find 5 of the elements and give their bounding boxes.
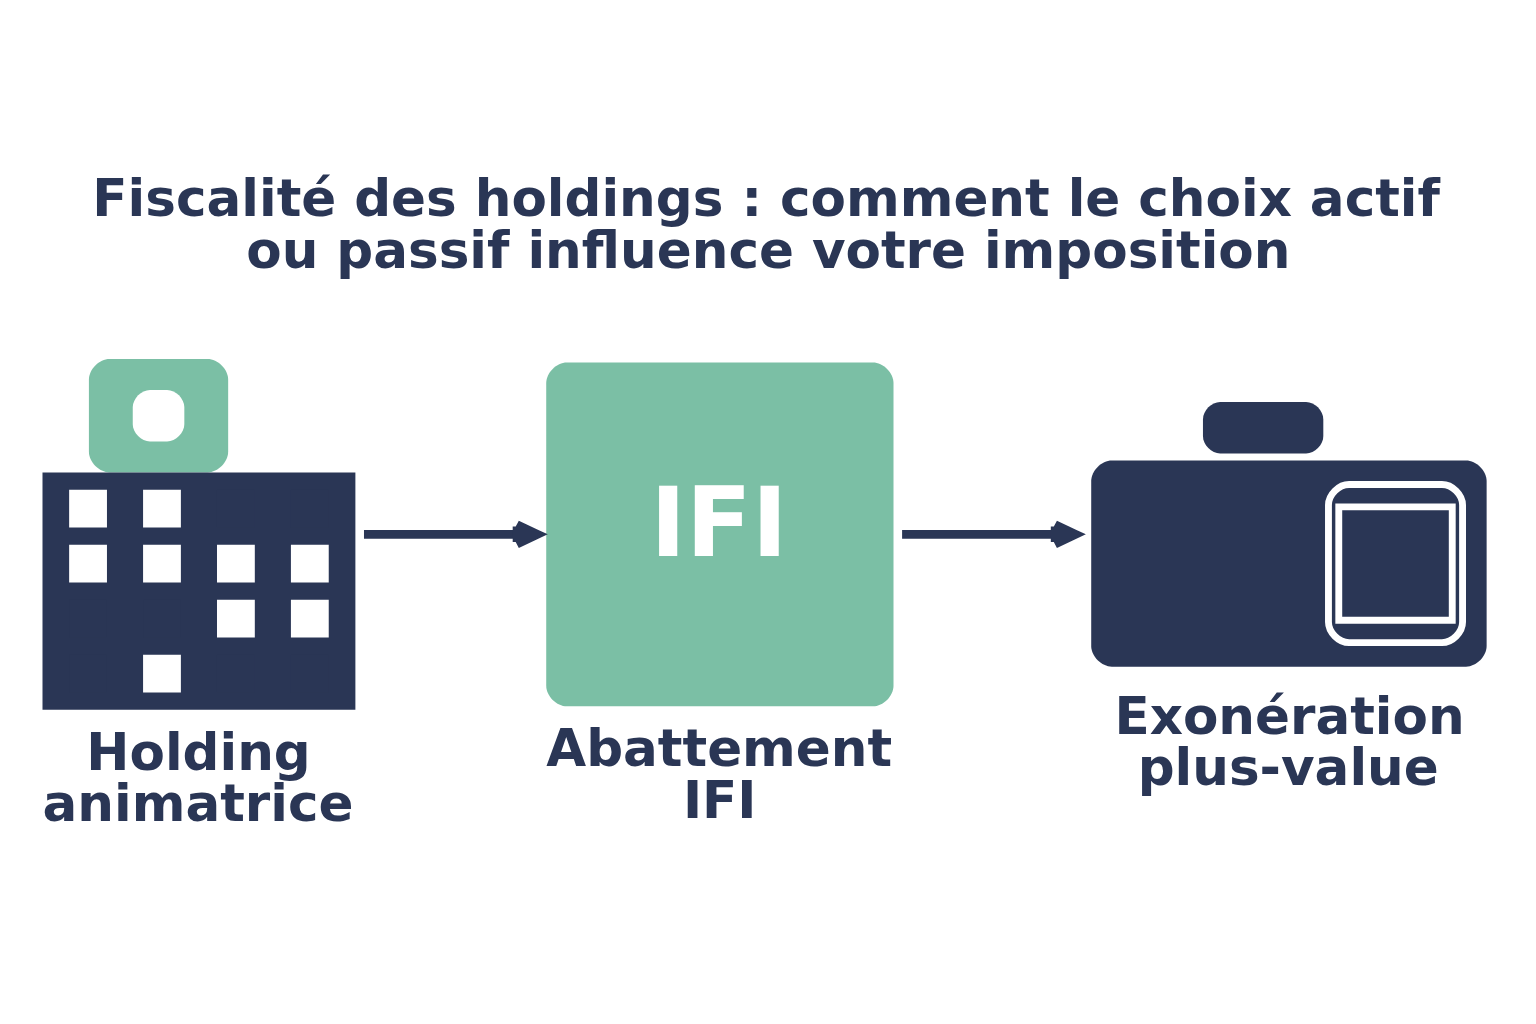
- node-label: Exonération plus-value: [1114, 685, 1465, 798]
- node-label: Holding animatrice: [42, 721, 354, 834]
- node-label: Abattement IFI: [546, 718, 893, 831]
- node-box: IFI: [546, 362, 894, 707]
- diagram-title: Fiscalité des holdings : comment le choix actif ou passif influence votre imposition: [92, 168, 1440, 280]
